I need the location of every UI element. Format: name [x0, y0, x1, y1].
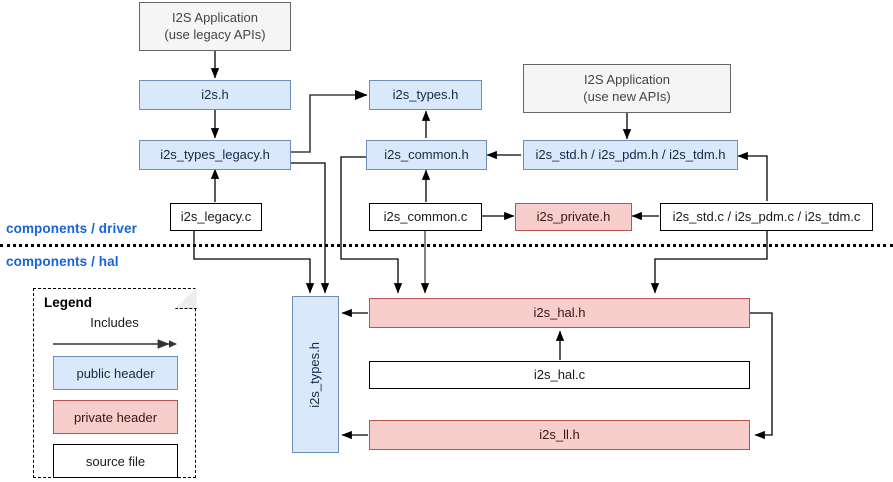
node-i2s-private-h[interactable]: i2s_private.h	[515, 203, 632, 231]
node-i2s-hal-h[interactable]: i2s_hal.h	[369, 298, 750, 328]
legend-fold-corner	[174, 287, 197, 310]
node-i2s-common-h[interactable]: i2s_common.h	[366, 140, 487, 170]
legend-swatch-private-header: private header	[53, 400, 178, 434]
node-i2s-variants-h[interactable]: i2s_std.h / i2s_pdm.h / i2s_tdm.h	[523, 140, 738, 170]
layer-label-hal: components / hal	[6, 254, 119, 269]
node-app-new-line2: (use new APIs)	[583, 88, 671, 104]
legend-swatch-source-file: source file	[53, 444, 178, 478]
node-i2s-types-h-hal[interactable]: i2s_types.h	[292, 296, 339, 453]
node-i2s-types-h-hal-label: i2s_types.h	[307, 341, 323, 408]
node-i2s-legacy-c[interactable]: i2s_legacy.c	[170, 203, 262, 231]
node-i2s-h[interactable]: i2s.h	[139, 80, 291, 110]
node-i2s-hal-c[interactable]: i2s_hal.c	[369, 361, 750, 389]
node-app-legacy-line2: (use legacy APIs)	[164, 26, 266, 42]
node-app-legacy[interactable]: I2S Application (use legacy APIs)	[139, 2, 291, 51]
layer-divider	[0, 244, 893, 247]
legend-title: Legend	[44, 295, 93, 310]
legend-includes-label: Includes	[90, 315, 139, 330]
node-i2s-variants-c[interactable]: i2s_std.c / i2s_pdm.c / i2s_tdm.c	[660, 203, 873, 231]
node-i2s-common-c[interactable]: i2s_common.c	[369, 203, 482, 231]
layer-label-driver: components / driver	[6, 221, 137, 236]
node-app-legacy-line1: I2S Application	[171, 10, 258, 26]
legend: Legend Includes public header private he…	[33, 287, 197, 478]
node-i2s-ll-h[interactable]: i2s_ll.h	[369, 420, 750, 450]
legend-swatch-public-header: public header	[53, 356, 178, 390]
node-app-new-line1: I2S Application	[583, 72, 670, 88]
node-i2s-types-h-top[interactable]: i2s_types.h	[369, 80, 482, 110]
node-app-new[interactable]: I2S Application (use new APIs)	[523, 64, 731, 113]
node-i2s-types-legacy-h[interactable]: i2s_types_legacy.h	[139, 140, 291, 170]
legend-includes-arrow-icon	[53, 339, 177, 349]
